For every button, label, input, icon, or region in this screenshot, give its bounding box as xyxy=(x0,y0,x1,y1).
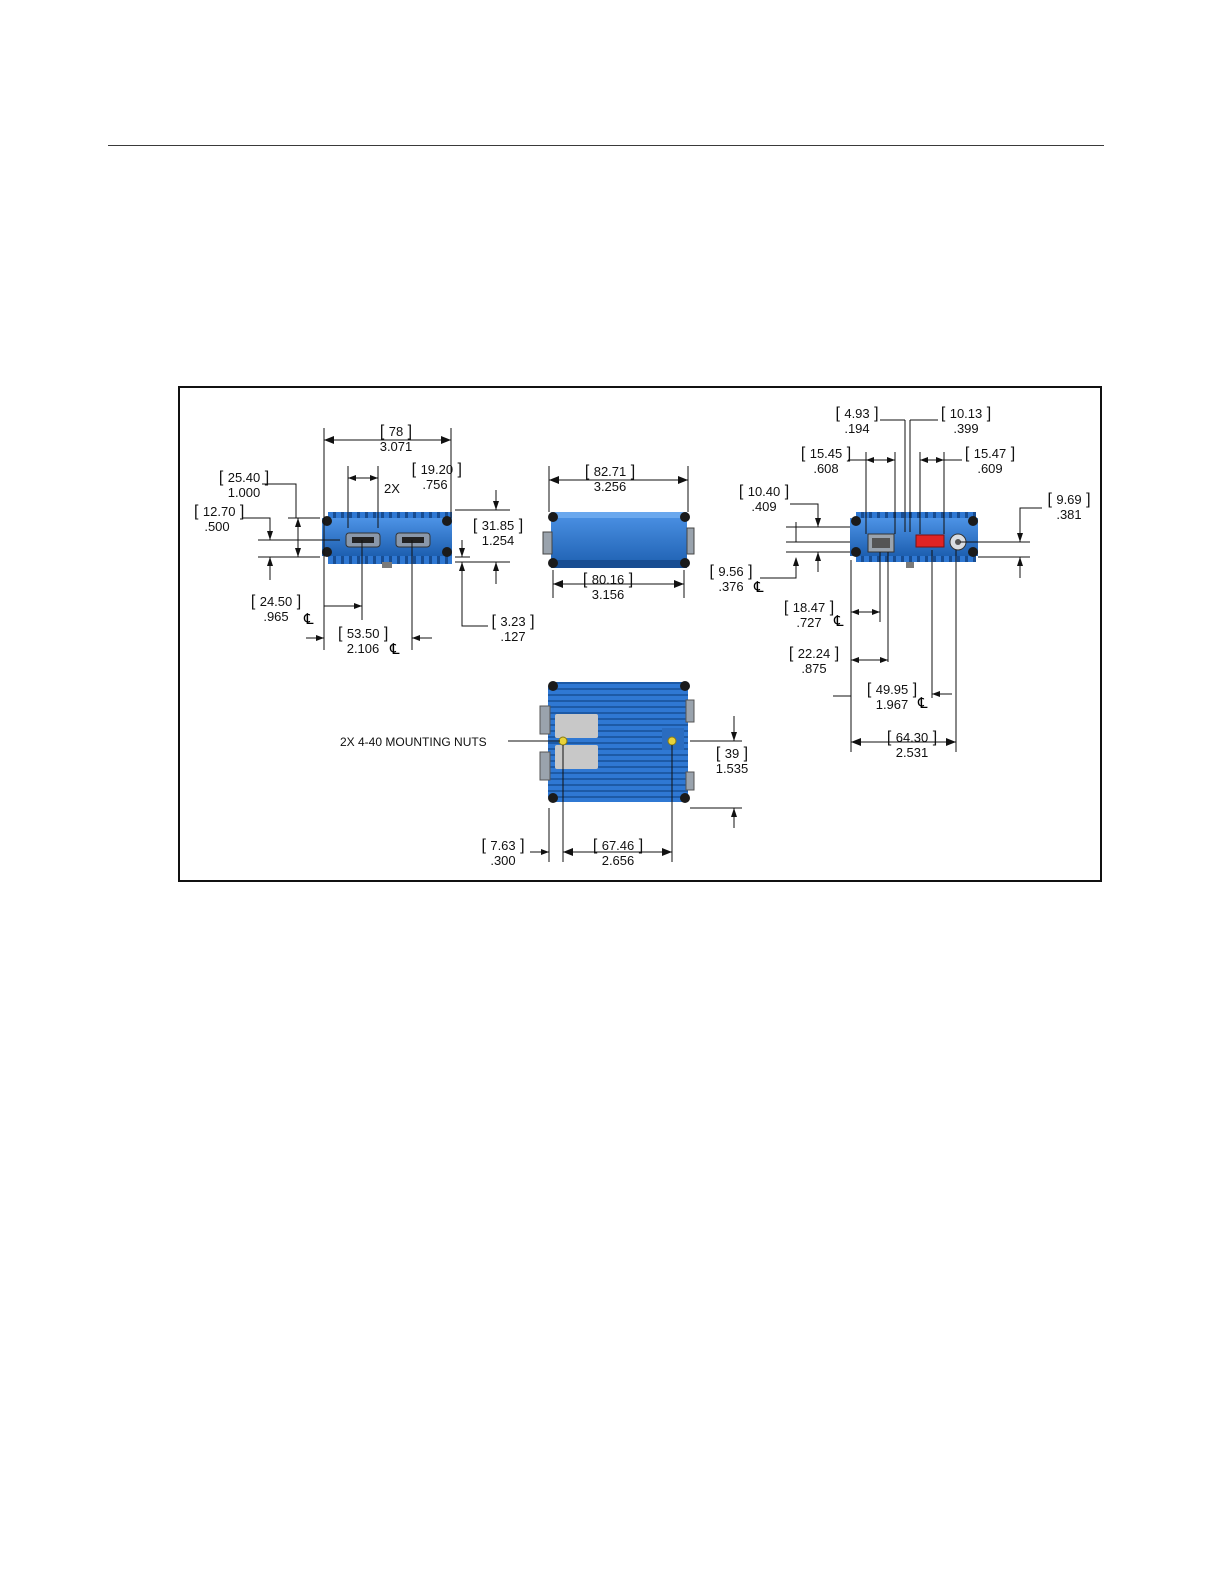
dim-body-length: 80.163.156 xyxy=(580,572,636,602)
dim-width: 783.071 xyxy=(370,424,422,454)
mounting-nut-2 xyxy=(668,737,676,745)
centerline-icon: ℄ xyxy=(834,612,844,630)
dim-half-height: 12.70.500 xyxy=(194,504,240,534)
label-plate-2 xyxy=(555,745,598,769)
dim-fin-offset: 3.23.127 xyxy=(490,614,536,644)
top-view xyxy=(508,681,742,862)
dim-rear-d10: 49.951.967 xyxy=(864,682,920,712)
centerline-icon: ℄ xyxy=(918,694,928,712)
dim-nut-offset: 7.63.300 xyxy=(480,838,526,868)
dim-rear-d8: 18.47.727 xyxy=(782,600,836,630)
terminal-block xyxy=(916,535,944,547)
dim-rear-d11: 64.302.531 xyxy=(884,730,940,760)
dim-top-width: 391.535 xyxy=(712,746,752,776)
dim-conn2-center: 53.502.106 xyxy=(338,626,388,656)
dim-rear-d2: 10.13.399 xyxy=(938,406,994,436)
dim-rear-d5: 10.40.409 xyxy=(736,484,792,514)
centerline-icon: ℄ xyxy=(390,640,400,658)
dim-overall-length: 82.713.256 xyxy=(582,464,638,494)
dim-connector-pitch: 2X19.20 .756 xyxy=(384,462,464,492)
label-plate-1 xyxy=(555,714,598,738)
centerline-icon: ℄ xyxy=(304,610,314,628)
dim-height: 25.401.000 xyxy=(218,470,270,500)
front-body xyxy=(322,518,452,556)
dim-rear-d7: 9.56.376 xyxy=(708,564,754,594)
dim-nut-spacing: 67.462.656 xyxy=(590,838,646,868)
mounting-nut-1 xyxy=(559,737,567,745)
dim-rear-d9: 22.24.875 xyxy=(786,646,842,676)
centerline-icon: ℄ xyxy=(754,578,764,596)
dim-rear-d1: 4.93.194 xyxy=(832,406,882,436)
dim-rear-d4: 15.47.609 xyxy=(962,446,1018,476)
dim-rear-d3: 15.45.608 xyxy=(798,446,854,476)
mounting-nuts-callout: 2X 4-40 MOUNTING NUTS xyxy=(340,735,487,749)
side-body xyxy=(551,512,687,568)
dim-overall-height: 31.851.254 xyxy=(472,518,524,548)
dim-conn1-center: 24.50.965 xyxy=(250,594,302,624)
dim-rear-d6: 9.69.381 xyxy=(1044,492,1094,522)
